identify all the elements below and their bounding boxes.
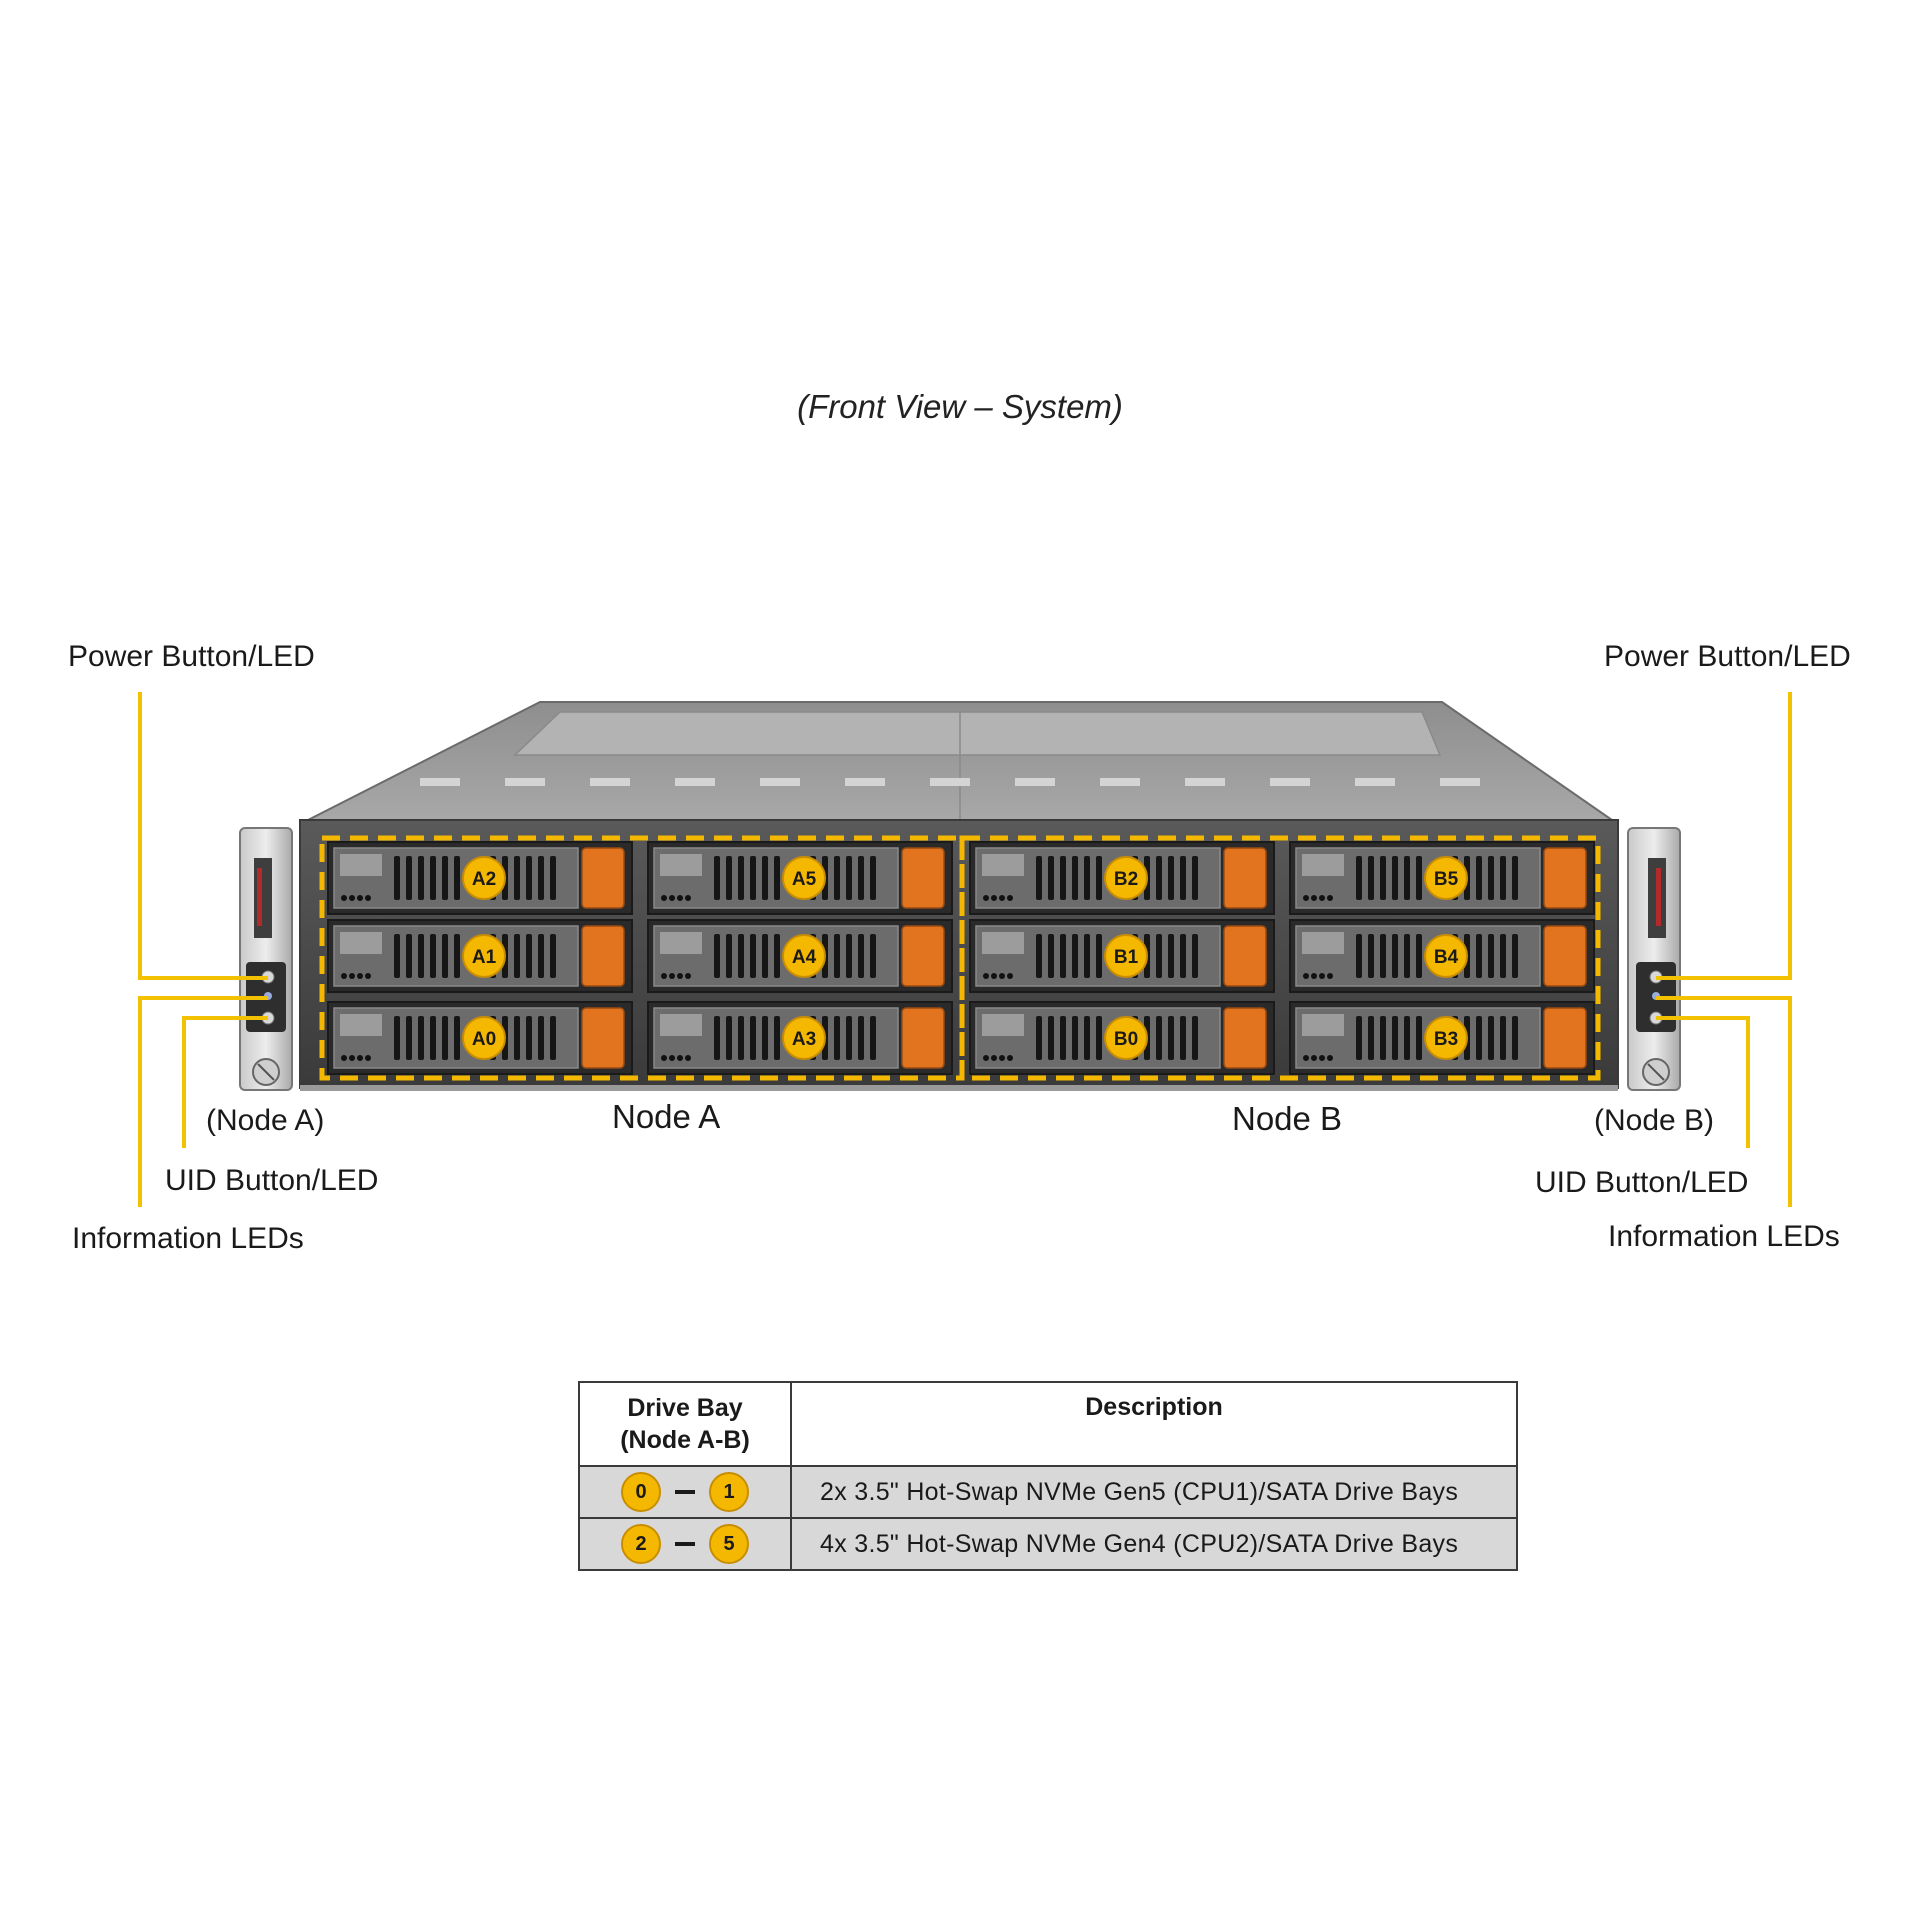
right-info-line — [1656, 996, 1792, 1207]
drive-bay-label-badge: A3 — [782, 1016, 826, 1060]
drive-tray[interactable]: B2 — [969, 841, 1275, 915]
drive-release-handle[interactable] — [901, 925, 945, 987]
drive-tray[interactable]: A1 — [327, 919, 633, 993]
drive-bay-label: B4 — [1434, 947, 1459, 968]
header-bay-line1: Drive Bay — [627, 1394, 743, 1422]
right-uid-line — [1656, 1016, 1750, 1148]
range-dash — [675, 1542, 695, 1546]
column-header-description: Description — [790, 1381, 1518, 1467]
bay-number-badge: 2 — [621, 1524, 661, 1564]
drive-tray[interactable]: A5 — [647, 841, 953, 915]
left-power-callout: Power Button/LED — [68, 640, 315, 673]
left-uid-callout: UID Button/LED — [165, 1164, 379, 1197]
drive-tray[interactable]: B3 — [1289, 1001, 1595, 1075]
drive-bay-label-badge: A0 — [462, 1016, 506, 1060]
right-power-line — [1656, 692, 1792, 980]
left-info-line — [138, 996, 268, 1207]
right-power-callout: Power Button/LED — [1604, 640, 1851, 673]
drive-release-handle[interactable] — [1543, 925, 1587, 987]
chassis-top-panel — [513, 711, 1442, 756]
bay-number-badge: 5 — [709, 1524, 749, 1564]
drive-bay-label: A1 — [472, 947, 497, 968]
column-header-drive-bay: Drive Bay (Node A-B) — [578, 1381, 792, 1467]
drive-bay-label-badge: B4 — [1424, 934, 1468, 978]
bay-number-badge: 1 — [709, 1472, 749, 1512]
drive-bay-label: A5 — [792, 869, 817, 890]
drive-bay-label: B5 — [1434, 869, 1459, 890]
drive-tray[interactable]: A4 — [647, 919, 953, 993]
drive-release-handle[interactable] — [901, 1007, 945, 1069]
node-a-label: Node A — [612, 1098, 721, 1135]
drive-bay-label-badge: A5 — [782, 856, 826, 900]
drive-release-handle[interactable] — [581, 925, 625, 987]
description-cell: 4x 3.5" Hot-Swap NVMe Gen4 (CPU2)/SATA D… — [790, 1517, 1518, 1571]
drive-tray[interactable]: B1 — [969, 919, 1275, 993]
drive-bay-label: A3 — [792, 1029, 816, 1050]
node-b-label: Node B — [1232, 1100, 1343, 1137]
drive-bay-label-badge: B3 — [1424, 1016, 1468, 1060]
left-uid-line — [182, 1016, 268, 1148]
drive-bay-label-badge: B5 — [1424, 856, 1468, 900]
drive-bay-label-badge: B1 — [1104, 934, 1148, 978]
right-uid-callout: UID Button/LED — [1535, 1166, 1749, 1199]
header-bay-line2: (Node A-B) — [620, 1426, 750, 1454]
drive-bay-label-badge: A1 — [462, 934, 506, 978]
right-rack-ear — [1627, 827, 1681, 1091]
left-node-label: (Node A) — [206, 1104, 325, 1137]
drive-bay-label: B0 — [1114, 1029, 1138, 1050]
right-node-label: (Node B) — [1594, 1104, 1715, 1137]
description-cell: 2x 3.5" Hot-Swap NVMe Gen5 (CPU1)/SATA D… — [790, 1465, 1518, 1519]
drive-bay-label: B2 — [1114, 869, 1138, 890]
drive-bay-label: A4 — [792, 947, 817, 968]
drive-release-handle[interactable] — [1223, 925, 1267, 987]
drive-tray[interactable]: B0 — [969, 1001, 1275, 1075]
drive-release-handle[interactable] — [901, 847, 945, 909]
bay-number-badge: 0 — [621, 1472, 661, 1512]
left-rack-ear — [239, 827, 293, 1091]
drive-release-handle[interactable] — [1543, 1007, 1587, 1069]
drive-bay-label: B3 — [1434, 1029, 1458, 1050]
drive-tray[interactable]: A0 — [327, 1001, 633, 1075]
drive-release-handle[interactable] — [1543, 847, 1587, 909]
table-header-row: Drive Bay (Node A-B) Description — [578, 1381, 1518, 1467]
drive-release-handle[interactable] — [1223, 847, 1267, 909]
callout-lines — [138, 692, 1792, 1207]
drive-bay-label-badge: B0 — [1104, 1016, 1148, 1060]
drive-bay-label: A0 — [472, 1029, 496, 1050]
drive-release-handle[interactable] — [581, 847, 625, 909]
range-dash — [675, 1490, 695, 1494]
drive-tray[interactable]: B5 — [1289, 841, 1595, 915]
drive-bay-label: A2 — [472, 869, 496, 890]
figure-caption: (Front View – System) — [797, 388, 1123, 425]
drive-bay-label-badge: A2 — [462, 856, 506, 900]
drive-release-handle[interactable] — [581, 1007, 625, 1069]
drive-bay-label-badge: A4 — [782, 934, 826, 978]
left-power-line — [138, 692, 268, 980]
drive-bay-label-badge: B2 — [1104, 856, 1148, 900]
left-info-callout: Information LEDs — [72, 1222, 304, 1255]
drive-tray[interactable]: A2 — [327, 841, 633, 915]
node-b-outline — [959, 835, 1601, 1081]
right-info-callout: Information LEDs — [1608, 1220, 1840, 1253]
drive-tray[interactable]: A3 — [647, 1001, 953, 1075]
drive-release-handle[interactable] — [1223, 1007, 1267, 1069]
drive-tray[interactable]: B4 — [1289, 919, 1595, 993]
top-vents — [420, 778, 1480, 786]
drive-bay-label: B1 — [1114, 947, 1139, 968]
